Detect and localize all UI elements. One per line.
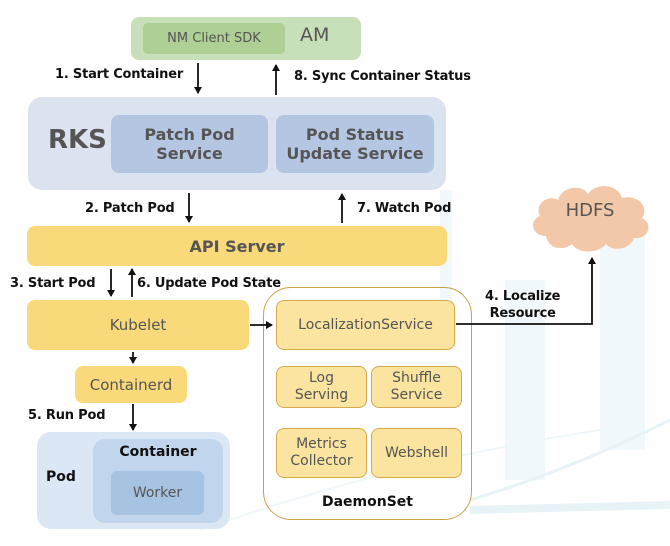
step-8-label: 8. Sync Container Status	[294, 69, 471, 84]
localization-service-box: LocalizationService	[276, 300, 455, 350]
hdfs-label: HDFS	[565, 200, 615, 221]
webshell-box: Webshell	[371, 428, 462, 478]
worker-box: Worker	[111, 471, 204, 515]
nm-client-sdk-box: NM Client SDK	[143, 23, 285, 54]
shuffle-service-line2: Service	[390, 387, 443, 403]
shuffle-service-line1: Shuffle	[392, 370, 441, 386]
step-7-label: 7. Watch Pod	[357, 201, 452, 216]
pod-status-update-service-line2: Update Service	[286, 144, 424, 163]
step-5-label: 5. Run Pod	[28, 408, 106, 423]
worker-label: Worker	[132, 485, 183, 501]
am-label: AM	[300, 24, 330, 46]
localization-service-label: LocalizationService	[298, 316, 433, 333]
step-4-line2: Resource	[489, 306, 556, 321]
log-serving-line1: Log	[308, 370, 334, 386]
pod-label: Pod	[46, 469, 76, 485]
containerd-label: Containerd	[89, 375, 173, 394]
kubelet-label: Kubelet	[109, 316, 167, 334]
step-4-label: 4. Localize Resource	[485, 288, 561, 322]
nm-client-sdk-label: NM Client SDK	[167, 31, 261, 46]
step-2-label: 2. Patch Pod	[85, 201, 175, 216]
patch-pod-service-line2: Service	[156, 144, 223, 163]
kubelet-box: Kubelet	[27, 300, 249, 350]
daemonset-label: DaemonSet	[321, 494, 413, 510]
step-3-label: 3. Start Pod	[10, 276, 96, 291]
log-serving-line2: Serving	[294, 387, 349, 403]
metrics-collector-line2: Collector	[290, 453, 353, 469]
api-server-label: API Server	[189, 236, 285, 256]
step-6-label: 6. Update Pod State	[137, 276, 281, 291]
api-server-box: API Server	[27, 226, 447, 266]
container-label: Container	[119, 444, 197, 460]
daemonset-box	[263, 287, 472, 520]
patch-pod-service-line1: Patch Pod	[144, 125, 235, 144]
rks-label: RKS	[48, 125, 107, 155]
webshell-label: Webshell	[384, 444, 449, 461]
metrics-collector-line1: Metrics	[296, 436, 347, 452]
step-1-label: 1. Start Container	[55, 67, 184, 82]
containerd-box: Containerd	[75, 366, 187, 403]
hdfs-cloud-icon	[533, 186, 649, 252]
step-4-line1: 4. Localize	[485, 289, 561, 304]
pod-status-update-service-line1: Pod Status	[305, 125, 405, 144]
